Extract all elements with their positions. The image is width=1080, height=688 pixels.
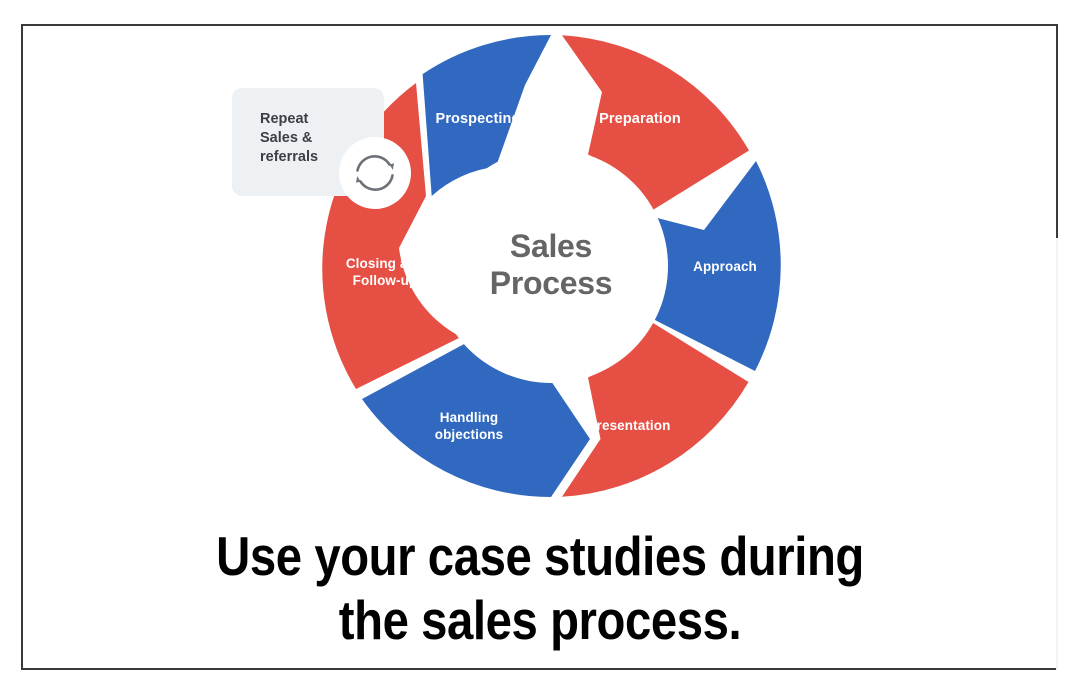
segment-label-preparation: Preparation <box>599 111 681 127</box>
sales-process-diagram: Prospecting Preparation Approach Present… <box>232 35 781 498</box>
refresh-cycle-icon <box>339 137 411 209</box>
segment-label-presentation: Presentation <box>588 418 671 433</box>
segment-label-handling-objections-line2: objections <box>435 427 504 442</box>
segment-label-closing-follow-up-line2: Follow-up <box>353 273 418 288</box>
donut-center-title-line1: Sales <box>510 228 592 264</box>
donut-center-hole <box>434 149 668 383</box>
segment-label-approach: Approach <box>693 259 757 274</box>
slide-caption: Use your case studies during the sales p… <box>216 525 864 651</box>
segment-label-closing-follow-up-line1: Closing and <box>346 256 424 271</box>
segment-label-prospecting: Prospecting <box>436 111 521 127</box>
segment-approach-shape[interactable] <box>651 161 781 371</box>
segment-label-handling-objections-line1: Handling <box>440 410 499 425</box>
repeat-sales-callout-text: Repeat Sales & referrals <box>260 111 319 165</box>
segment-preparation-shape[interactable] <box>562 35 749 215</box>
donut-segments <box>322 35 781 498</box>
donut-center-title-line2: Process <box>490 265 612 301</box>
sales-process-donut: Prospecting Preparation Approach Present… <box>322 35 781 498</box>
segment-prospecting-shape[interactable] <box>422 35 551 196</box>
segment-presentation-shape[interactable] <box>562 318 749 497</box>
